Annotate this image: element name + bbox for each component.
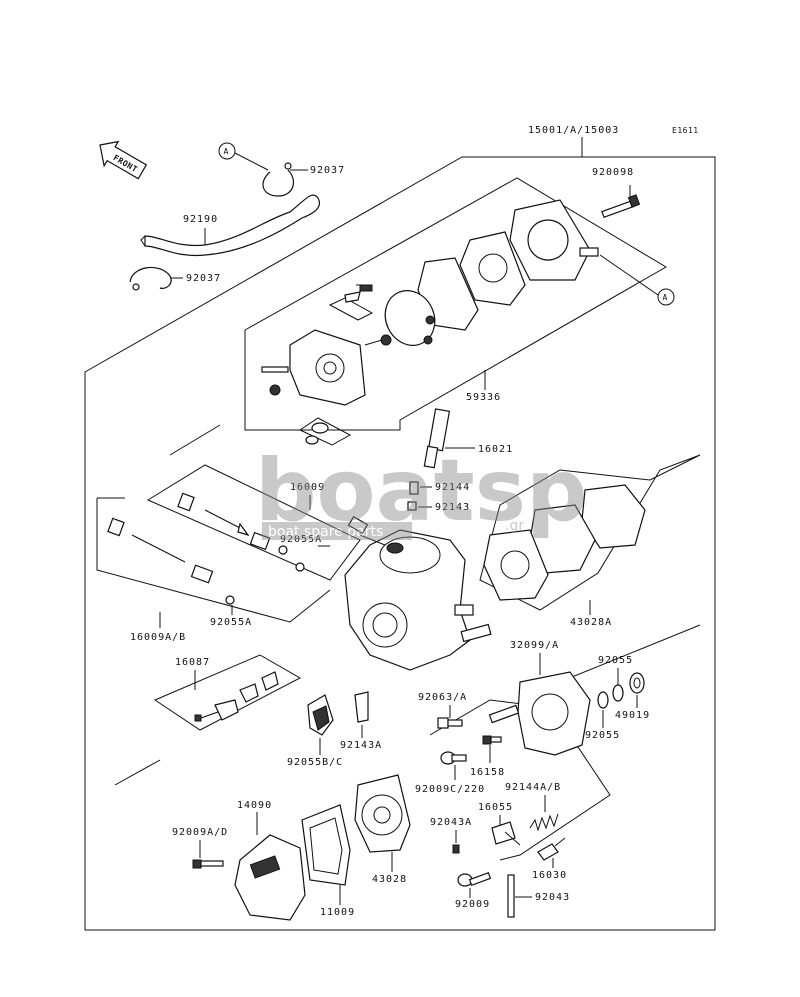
label-92055a-2: 92055A	[210, 617, 252, 628]
cap-49019	[629, 672, 645, 694]
label-92009ad: 92009A/D	[172, 827, 228, 838]
label-16158: 16158	[470, 767, 505, 778]
screw-92144	[409, 481, 419, 495]
oring-92055	[597, 684, 624, 709]
label-920098: 920098	[592, 167, 634, 178]
carburetor-body	[344, 515, 492, 671]
label-92009c: 92009C/220	[415, 784, 485, 795]
panel-16009ab	[96, 498, 331, 623]
screw-92009c	[440, 751, 467, 765]
watermark: boatsp .gr boat spare parts	[255, 441, 588, 541]
label-32099: 32099/A	[510, 640, 559, 651]
cover-32099	[488, 671, 591, 756]
label-16009ab: 16009A/B	[130, 632, 186, 643]
label-92055bc: 92055B/C	[287, 757, 343, 768]
label-92009: 92009	[455, 899, 490, 910]
label-43028a: 43028A	[570, 617, 612, 628]
label-16055: 16055	[478, 802, 513, 813]
linkage-16087	[194, 671, 279, 722]
ref-circle-a-1: A	[218, 142, 269, 171]
pump-body	[261, 329, 392, 406]
label-16021: 16021	[478, 444, 513, 455]
needle-screw-16009	[177, 492, 305, 572]
svg-text:boat spare parts: boat spare parts	[268, 524, 383, 540]
label-92063: 92063/A	[418, 692, 467, 703]
label-92037-bottom: 92037	[186, 273, 221, 284]
label-92144: 92144	[435, 482, 470, 493]
label-92144ab: 92144A/B	[505, 782, 561, 793]
gasket-43028a	[483, 484, 646, 601]
screw-92063	[437, 717, 463, 729]
pin-92043	[507, 874, 515, 918]
label-16087: 16087	[175, 657, 210, 668]
label-92043: 92043	[535, 892, 570, 903]
clip-92037-top	[262, 162, 308, 197]
spring-92144ab	[529, 813, 559, 832]
label-92143a: 92143A	[340, 740, 382, 751]
cover-14090	[234, 834, 306, 921]
pump-valve-parts	[328, 284, 374, 321]
cap-92055bc	[307, 694, 334, 736]
pump-oring	[384, 290, 436, 346]
label-92190: 92190	[183, 214, 218, 225]
diagram-code: E1611	[672, 126, 699, 135]
outer-frame	[84, 156, 716, 931]
front-arrow-icon: FRONT	[99, 140, 148, 180]
label-92055-1: 92055	[598, 655, 633, 666]
screw-92143	[407, 501, 417, 511]
pump-gasket-1	[459, 231, 526, 306]
label-14090: 14090	[237, 800, 272, 811]
label-16009: 16009	[290, 482, 325, 493]
svg-text:A: A	[224, 147, 229, 156]
part-16021	[423, 408, 451, 469]
label-43028: 43028	[372, 874, 407, 885]
label-92037-top: 92037	[310, 165, 345, 176]
screw-92009ad	[192, 859, 224, 869]
label-92055-2: 92055	[585, 730, 620, 741]
screw-92009	[457, 871, 492, 887]
needle-screw-16009ab	[107, 517, 235, 605]
ref-circle-a-2: A	[599, 254, 675, 306]
label-assembly: 15001/A/15003	[528, 125, 619, 136]
bolt-920098	[601, 185, 641, 219]
panel-16087	[153, 654, 302, 731]
needle-16030	[537, 837, 566, 861]
bracket-92143a	[354, 691, 369, 723]
label-59336: 59336	[466, 392, 501, 403]
panel-16009	[146, 464, 361, 581]
svg-text:A: A	[663, 293, 668, 302]
gasket-11009	[301, 804, 351, 886]
svg-text:boatsp: boatsp	[255, 441, 588, 541]
screw-16158	[482, 735, 502, 745]
clip-92037-bottom	[129, 266, 183, 291]
pump-cover	[509, 199, 599, 281]
diaphragm-43028	[354, 774, 411, 853]
pump-lower-valve	[298, 417, 352, 446]
svg-text:.gr: .gr	[505, 518, 524, 534]
pin-92043a	[452, 844, 460, 854]
hose-92190	[140, 194, 321, 257]
bracket-16055	[491, 821, 521, 846]
label-92043a: 92043A	[430, 817, 472, 828]
label-92143: 92143	[435, 502, 470, 513]
label-49019: 49019	[615, 710, 650, 721]
label-16030: 16030	[532, 870, 567, 881]
label-92055a-1: 92055A	[280, 534, 322, 545]
label-11009: 11009	[320, 907, 355, 918]
